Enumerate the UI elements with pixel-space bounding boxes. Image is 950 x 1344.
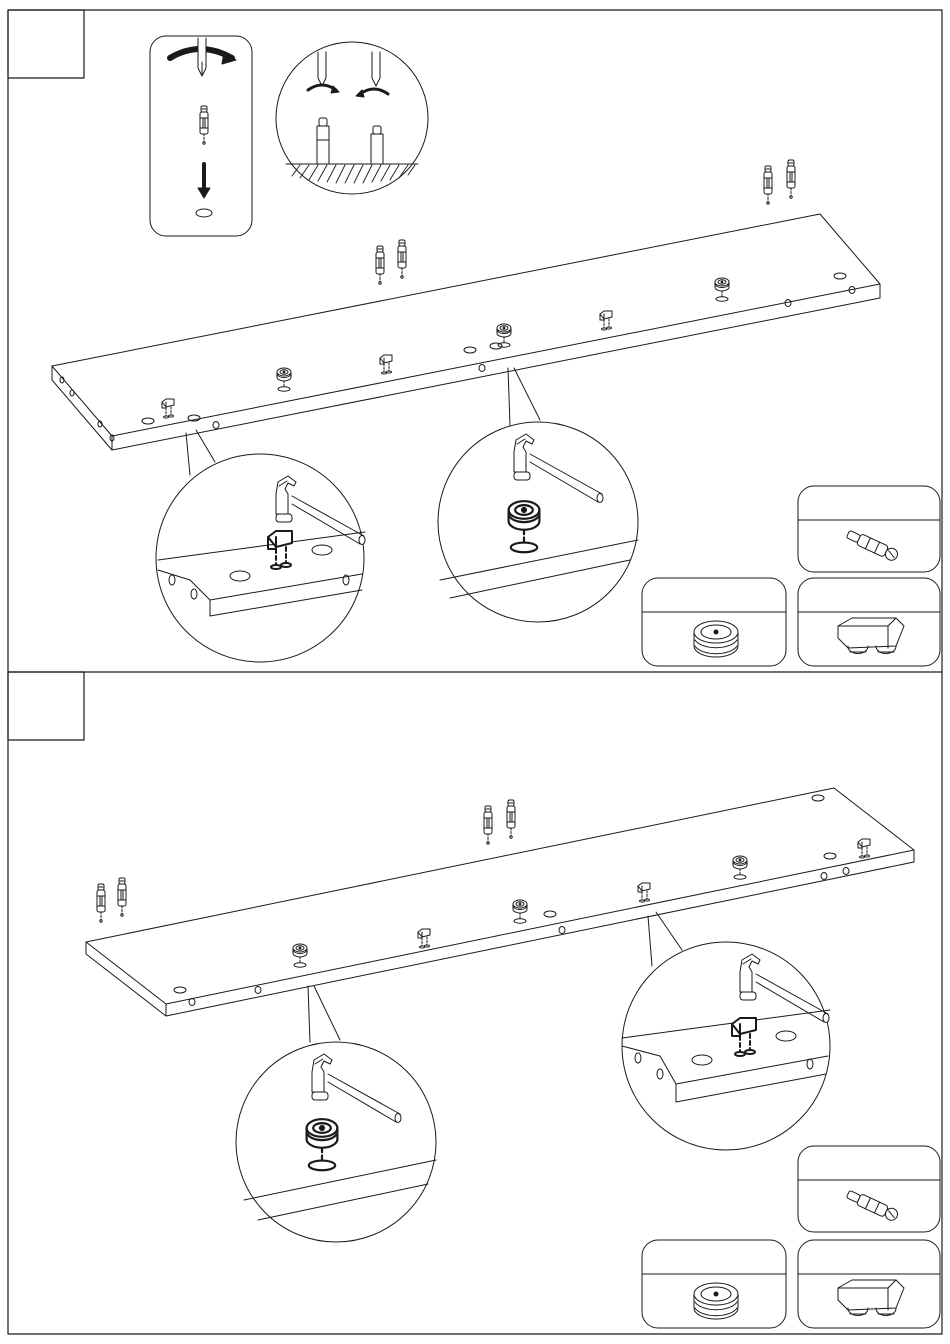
zoom-clip-circle-bottom — [622, 912, 830, 1150]
step-number-box-1 — [8, 10, 84, 78]
screwdriver-icon — [198, 38, 206, 76]
step-number-box-2 — [8, 672, 84, 740]
hardware-legend-bottom — [642, 1146, 940, 1328]
zoom-camnut-circle-top — [438, 368, 638, 622]
zoom-clip-circle-top — [156, 430, 365, 662]
screwdriver-circle-inset — [276, 42, 428, 194]
hardware-legend-top — [642, 486, 940, 666]
board-panel-top — [52, 214, 880, 450]
screwdriver-dowel-inset — [150, 36, 252, 236]
zoom-camnut-circle-bottom — [236, 986, 436, 1242]
